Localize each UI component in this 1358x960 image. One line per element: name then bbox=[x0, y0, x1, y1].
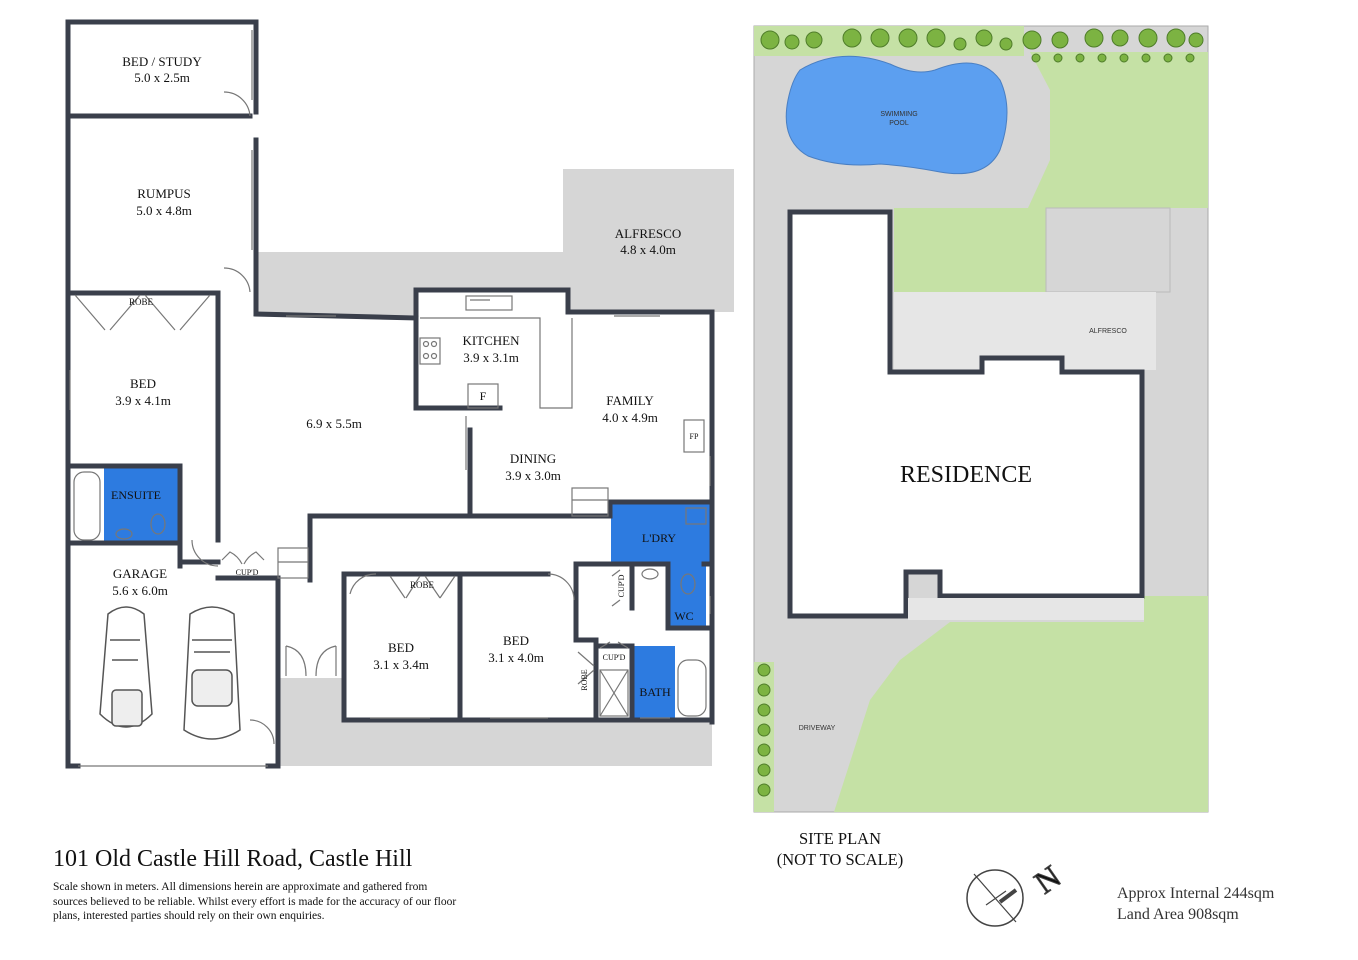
site-plan-caption-line1: SITE PLAN bbox=[798, 829, 882, 848]
compass-north-letter: N bbox=[1028, 858, 1068, 901]
ensuite-fill bbox=[104, 468, 178, 542]
room-dims-bed-2: 3.1 x 3.4m bbox=[373, 657, 429, 672]
room-name-bed-3: BED bbox=[503, 633, 529, 648]
room-name-alfresco: ALFRESCO bbox=[615, 226, 681, 241]
room-name-bed-2: BED bbox=[388, 640, 414, 655]
cupd-label-3: CUP'D bbox=[603, 653, 626, 662]
room-name-rumpus: RUMPUS bbox=[137, 186, 190, 201]
walls bbox=[65, 19, 715, 769]
room-labels: BED / STUDY 5.0 x 2.5m RUMPUS 5.0 x 4.8m… bbox=[111, 54, 699, 699]
fireplace-label: FP bbox=[690, 432, 699, 441]
room-name-ensuite: ENSUITE bbox=[111, 488, 161, 502]
residence-footprint bbox=[787, 209, 1145, 619]
site-alfresco-roof bbox=[1045, 207, 1171, 293]
room-dims-dining: 3.9 x 3.0m bbox=[505, 468, 561, 483]
internal-area: Approx Internal 244sqm bbox=[1117, 885, 1275, 902]
room-dims-living: 6.9 x 5.5m bbox=[306, 416, 362, 431]
disclaimer-line: Scale shown in meters. All dimensions he… bbox=[53, 881, 428, 893]
robe-label-3: ROBE bbox=[580, 669, 589, 690]
room-name-bath: BATH bbox=[639, 685, 671, 699]
room-name-family: FAMILY bbox=[606, 393, 654, 408]
front-lawn bbox=[834, 596, 1208, 812]
fridge-label: F bbox=[480, 389, 487, 403]
compass: N bbox=[966, 857, 1068, 927]
cupd-label-1: CUP'D bbox=[236, 568, 259, 577]
room-dims-garage: 5.6 x 6.0m bbox=[112, 583, 168, 598]
room-name-dining: DINING bbox=[510, 451, 556, 466]
room-name-bed-study: BED / STUDY bbox=[122, 54, 202, 69]
area-info: Approx Internal 244sqm Land Area 908sqm bbox=[1117, 883, 1274, 925]
robe-label-2: ROBE bbox=[410, 580, 435, 590]
fixtures bbox=[69, 30, 711, 767]
site-plan-caption-line2: (NOT TO SCALE) bbox=[776, 850, 904, 869]
land-area: Land Area 908sqm bbox=[1117, 906, 1239, 923]
room-dims-family: 4.0 x 4.9m bbox=[602, 410, 658, 425]
room-name-kitchen: KITCHEN bbox=[462, 333, 520, 348]
robe-label-1: ROBE bbox=[129, 297, 154, 307]
site-front-porch bbox=[908, 598, 1144, 620]
disclaimer-line: sources believed to be reliable. Whilst … bbox=[53, 895, 457, 908]
site-plan: SWIMMING POOL ALFRESCO RESIDENCE DRIVEWA… bbox=[753, 25, 1209, 813]
room-name-garage: GARAGE bbox=[113, 566, 167, 581]
room-dims-alfresco: 4.8 x 4.0m bbox=[620, 242, 676, 257]
front-path bbox=[280, 722, 712, 766]
site-plan-caption: SITE PLAN (NOT TO SCALE) bbox=[760, 828, 920, 870]
driveway-label: DRIVEWAY bbox=[799, 725, 836, 732]
pool-label-line1: SWIMMING bbox=[880, 111, 917, 118]
laundry-fill bbox=[611, 504, 711, 564]
front-path-2 bbox=[280, 678, 344, 726]
room-dims-bed-1: 3.9 x 4.1m bbox=[115, 393, 171, 408]
driveway-hedge-strip bbox=[754, 662, 774, 812]
bath-fill bbox=[633, 646, 675, 718]
swimming-pool bbox=[785, 55, 1008, 175]
compass-icon bbox=[966, 869, 1024, 927]
hedge-row bbox=[757, 28, 1204, 797]
cupd-label-2: CUP'D bbox=[617, 574, 626, 597]
back-lawn bbox=[1028, 52, 1208, 208]
property-address: 101 Old Castle Hill Road, Castle Hill bbox=[53, 846, 413, 872]
room-dims-bed-study: 5.0 x 2.5m bbox=[134, 70, 190, 85]
residence-label: RESIDENCE bbox=[900, 462, 1032, 488]
car-icon bbox=[99, 606, 153, 728]
room-name-laundry: L'DRY bbox=[642, 531, 677, 545]
room-dims-bed-3: 3.1 x 4.0m bbox=[488, 650, 544, 665]
disclaimer-line: plans, interested parties should rely on… bbox=[53, 910, 325, 922]
site-alfresco-label: ALFRESCO bbox=[1089, 328, 1127, 335]
room-dims-rumpus: 5.0 x 4.8m bbox=[136, 203, 192, 218]
car-icon bbox=[183, 606, 241, 740]
room-name-wc: WC bbox=[674, 609, 693, 623]
pool-label-line2: POOL bbox=[889, 120, 909, 127]
disclaimer: Scale shown in meters. All dimensions he… bbox=[53, 880, 533, 924]
room-dims-kitchen: 3.9 x 3.1m bbox=[463, 350, 519, 365]
room-name-bed-1: BED bbox=[130, 376, 156, 391]
floor-plan: BED / STUDY 5.0 x 2.5m RUMPUS 5.0 x 4.8m… bbox=[65, 19, 734, 769]
alfresco-area bbox=[255, 169, 734, 318]
